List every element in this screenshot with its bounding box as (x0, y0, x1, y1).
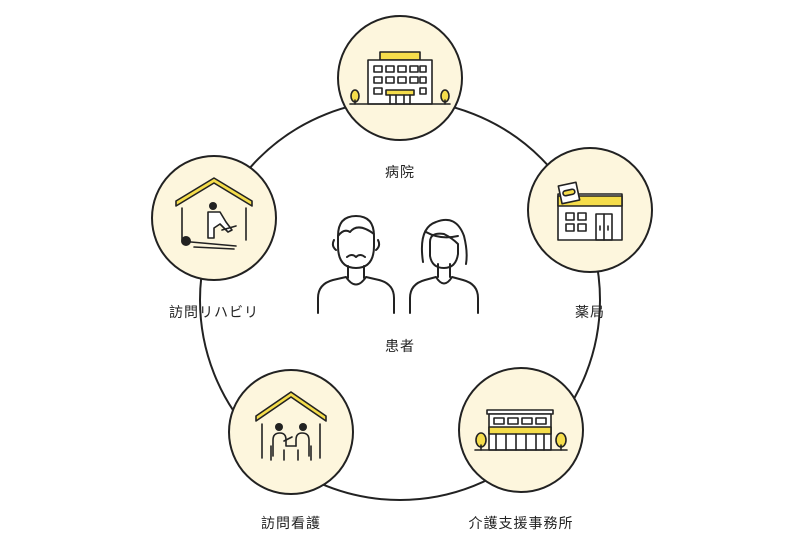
care-support-office-icon (474, 409, 568, 451)
hospital-building-icon (349, 51, 451, 105)
elderly-woman-icon (409, 218, 479, 314)
node-label-pharmacy: 薬局 (575, 305, 605, 321)
patients-illustration: 患者 (317, 215, 479, 355)
node-label-home-rehab: 訪問リハビリ (169, 305, 259, 321)
node-label-home-nursing: 訪問看護 (261, 516, 321, 532)
node-label-care-office: 介護支援事務所 (469, 516, 574, 532)
node-hospital: 病院 (337, 15, 463, 181)
elderly-man-icon (317, 215, 395, 314)
node-care-office: 介護支援事務所 (458, 367, 584, 532)
home-rehabilitation-icon (175, 177, 253, 250)
pharmacy-store-icon (557, 181, 623, 241)
node-home-nursing: 訪問看護 (228, 369, 354, 532)
home-nursing-visit-icon (255, 391, 327, 461)
node-home-rehab: 訪問リハビリ (151, 155, 277, 321)
node-pharmacy: 薬局 (527, 147, 653, 321)
center-label-patient: 患者 (385, 339, 415, 355)
node-label-hospital: 病院 (385, 165, 415, 181)
